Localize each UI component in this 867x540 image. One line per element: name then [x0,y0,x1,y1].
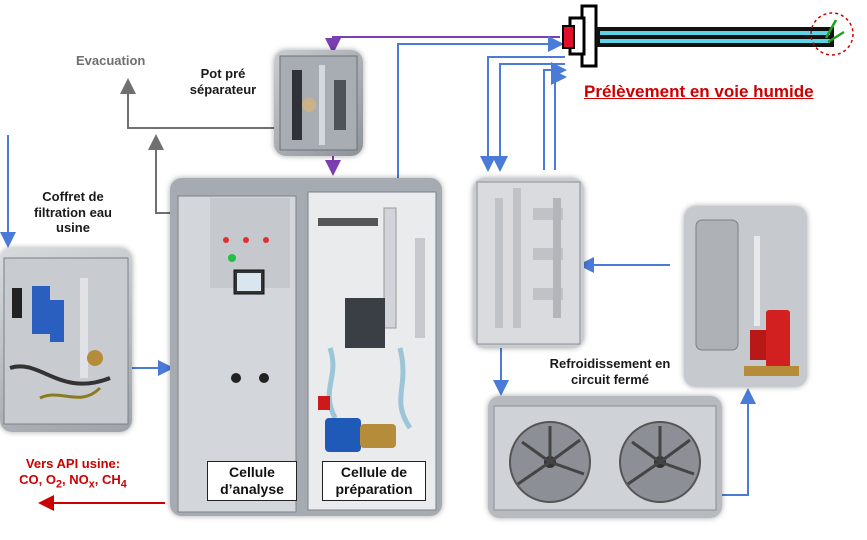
api-label-line2: CO, O2, NOx, CH4 [8,472,138,492]
api-nox: , NO [62,471,89,487]
api-label-line1: Vers API usine: [25,456,121,471]
refroid-label-line1: Refroidissement en [549,356,671,371]
cooler-to-probe-line-1 [543,62,567,170]
pot-separateur-photo [274,50,363,156]
pot-separateur-label: Pot pré séparateur [178,66,268,97]
prelevement-label: Prélèvement en voie humide [584,82,814,101]
api-co: CO, O [19,471,56,487]
evacuation-line [120,78,275,129]
analysis-cabinet-photo [170,178,442,516]
coffret-filtration-photo [0,248,132,432]
api-ch: , CH [94,471,121,487]
cooler-exchanger-photo [473,178,584,348]
probe-to-cooler-line-1 [480,56,565,172]
cellule-analyse-line2: d’analyse [220,480,284,497]
refroid-label-line2: circuit fermé [570,371,650,387]
api-output-label: Vers API usine: CO, O2, NOx, CH4 [8,456,138,491]
cellule-to-probe-blue-line [397,36,564,178]
coffret-label-line3: usine [56,220,90,236]
coffret-label-line2: filtration eau [33,204,112,220]
radiator-fans-photo [488,396,722,518]
cooler-to-probe-line-2 [551,69,567,170]
cellule-prep-line1: Cellule de [340,464,408,480]
cellule-to-pot-grey-line [148,134,175,214]
pump-tank-photo [684,206,807,387]
refroidissement-label: Refroidissement en circuit fermé [520,356,700,387]
pot-label-line2: séparateur [189,81,257,97]
coffret-label-line1: Coffret de [42,189,104,204]
radiator-to-pump-line [722,388,756,496]
cellule-analyse-line1: Cellule [229,464,275,480]
cellule-preparation-label: Cellule de préparation [322,461,426,501]
pot-label-line1: Pot pré [200,66,246,81]
sampling-probe [562,4,854,68]
api-nox-sub: x [88,478,95,491]
cellule-prep-line2: préparation [335,480,413,497]
probe-to-cooler-line-2 [492,63,565,172]
api-ch-sub: 4 [120,478,127,491]
api-o-sub: 2 [56,478,63,491]
coffret-label: Coffret de filtration eau usine [16,189,130,236]
evacuation-label: Evacuation [76,53,146,68]
cellule-analyse-label: Cellule d’analyse [207,461,297,501]
probe-to-pot-purple-line [325,36,560,54]
